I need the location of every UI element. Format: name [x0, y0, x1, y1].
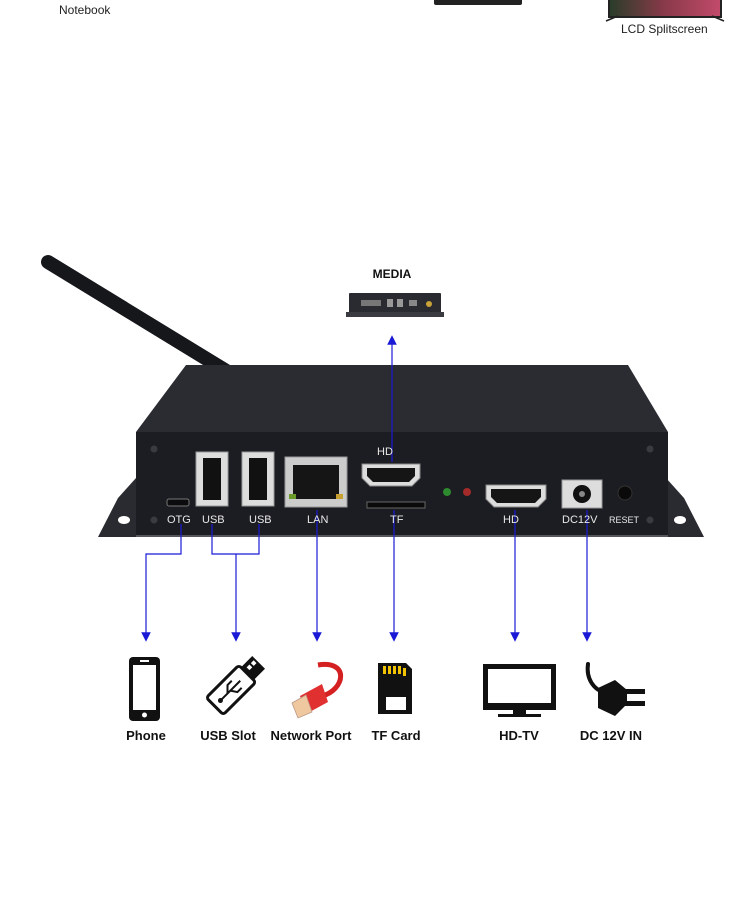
- arrow-phone: [141, 524, 182, 642]
- usb-label-1: USB: [202, 514, 225, 526]
- device-top: [136, 365, 668, 432]
- sd-card-icon: [378, 663, 412, 714]
- right-flange: [666, 478, 704, 537]
- hd-label: HD: [503, 514, 519, 526]
- tf-card-label: TF Card: [371, 728, 421, 743]
- tv-icon: [483, 664, 556, 717]
- lcd-splitscreen-label: LCD Splitscreen: [621, 22, 708, 36]
- monitor-strip-image: [434, 0, 522, 5]
- tf-slot: [366, 501, 426, 509]
- usb-label-2: USB: [249, 514, 272, 526]
- media-title: MEDIA: [372, 267, 412, 281]
- network-cable-icon: [291, 661, 344, 719]
- otg-label: OTG: [167, 514, 191, 526]
- antenna: [41, 255, 235, 379]
- power-plug-icon: [585, 662, 645, 716]
- hd-tv-label: HD-TV: [499, 728, 539, 743]
- phone-icon: [129, 657, 160, 721]
- lan-label: LAN: [307, 514, 329, 526]
- otg-port: [166, 498, 190, 507]
- reset-label: RESET: [609, 515, 640, 525]
- network-port-label: Network Port: [270, 728, 352, 743]
- lcd-splitscreen-image: [608, 0, 722, 18]
- lcd-stand: [605, 15, 725, 22]
- usb-slot-label: USB Slot: [200, 728, 256, 743]
- reset-button: [617, 485, 633, 501]
- led-red: [463, 488, 471, 496]
- hd-top-label: HD: [377, 446, 393, 458]
- media-player-image: [346, 293, 444, 317]
- tf-label: TF: [390, 514, 404, 526]
- left-flange: [98, 478, 136, 537]
- usb-stick-icon: [206, 656, 265, 715]
- notebook-label: Notebook: [59, 3, 111, 17]
- dc-label: DC12V: [562, 514, 598, 526]
- dc-12v-in-label: DC 12V IN: [579, 728, 643, 743]
- phone-label: Phone: [126, 728, 166, 743]
- led-green: [443, 488, 451, 496]
